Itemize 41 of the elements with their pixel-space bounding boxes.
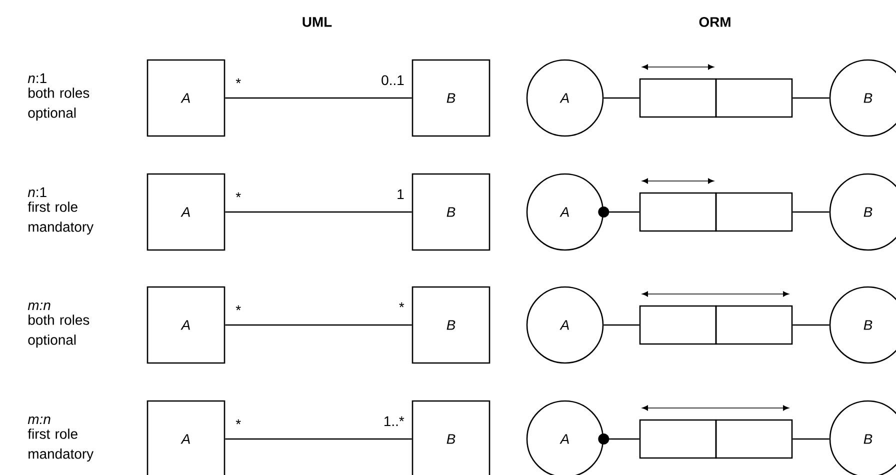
class-box: A xyxy=(146,59,226,137)
connector-line xyxy=(225,97,412,99)
connector-line xyxy=(792,324,830,326)
connector-line xyxy=(792,211,830,213)
class-box: A xyxy=(146,286,226,364)
role-box xyxy=(639,419,717,459)
connector-line xyxy=(792,97,830,99)
cardinality-label: m:n xyxy=(28,416,50,424)
cardinality-label: m:n xyxy=(28,302,50,310)
class-box: B xyxy=(412,400,490,475)
multiplicity-label: 0..1 xyxy=(382,75,404,86)
column-heading: UML xyxy=(302,17,332,27)
role-box xyxy=(639,78,717,118)
role-box xyxy=(639,192,717,232)
mandatory-connector xyxy=(598,206,640,218)
multiplicity-label: 1..* xyxy=(384,416,404,426)
row-description: both roles optional xyxy=(28,314,90,348)
connector-line xyxy=(225,438,412,440)
cardinality-label: n:1 xyxy=(28,187,46,197)
class-box: A xyxy=(146,173,226,251)
row-description: both roles optional xyxy=(28,88,90,121)
role-box xyxy=(715,78,793,118)
class-box: B xyxy=(412,173,490,251)
role-box xyxy=(639,305,717,345)
class-box: B xyxy=(412,286,490,364)
role-box xyxy=(715,305,793,345)
role-box xyxy=(715,419,793,459)
role-box xyxy=(715,192,793,232)
multiplicity-label: 1 xyxy=(398,189,404,199)
class-box: A xyxy=(146,400,226,475)
connector-line xyxy=(225,211,412,213)
connector-line xyxy=(604,97,640,99)
connector-line xyxy=(792,438,830,440)
row-description: first role mandatory xyxy=(28,428,94,462)
connector-line xyxy=(604,324,640,326)
connector-line xyxy=(225,324,412,326)
cardinality-label: n:1 xyxy=(28,73,46,83)
column-heading: ORM xyxy=(699,17,730,27)
class-box: B xyxy=(412,59,490,137)
mandatory-connector xyxy=(598,434,640,444)
row-description: first role mandatory xyxy=(28,202,94,235)
